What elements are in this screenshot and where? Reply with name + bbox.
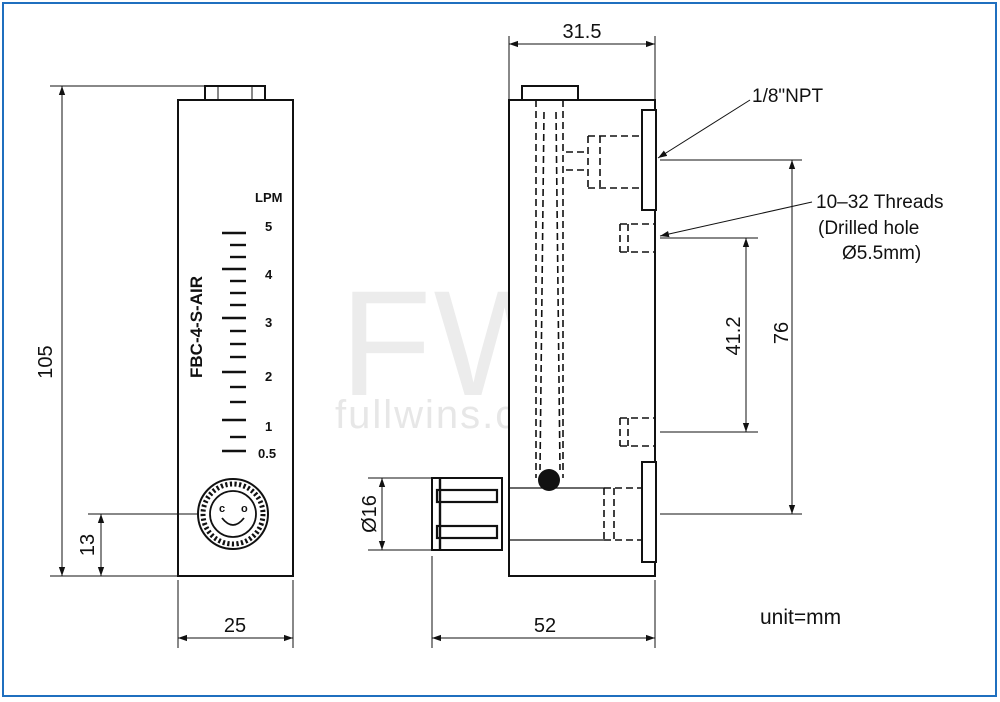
dim-knob-center: 13	[77, 534, 99, 556]
side-knob	[431, 477, 503, 551]
model-label: FBC-4-S-AIR	[187, 276, 206, 378]
dim-port-spacing: 76	[771, 322, 793, 344]
side-view: 31.5 52 Ø16 41.2 76 1/8"NPT 10–32 Thread…	[359, 21, 943, 648]
bottom-port	[603, 461, 657, 563]
side-top-fitting	[521, 85, 579, 101]
callout-npt: 1/8"NPT	[752, 86, 824, 107]
unit-label: unit=mm	[760, 606, 841, 629]
scale-ticks	[222, 231, 246, 453]
dim-knob-dia: Ø16	[359, 495, 381, 533]
front-view: FBC-4-S-AIR LPM 5 4 3 2 1	[35, 85, 294, 648]
dim-width: 25	[224, 615, 246, 637]
knob-mark-open: o	[241, 503, 248, 515]
dim-hole-spacing: 41.2	[723, 317, 745, 356]
front-top-fitting	[204, 85, 266, 101]
scale-label-0-5: 0.5	[258, 446, 276, 461]
scale-label-3: 3	[265, 315, 272, 330]
adjust-knob: c o	[197, 478, 269, 550]
scale-label-1: 1	[265, 419, 272, 434]
callout-threads-3: Ø5.5mm)	[842, 243, 921, 264]
side-body	[508, 99, 656, 577]
scale-unit: LPM	[255, 190, 282, 205]
lower-mount-hole	[619, 417, 655, 447]
top-port	[566, 109, 657, 211]
knob-mark-close: c	[219, 503, 225, 515]
callout-threads-2: (Drilled hole	[818, 218, 919, 239]
upper-mount-hole	[619, 223, 655, 253]
dim-top-width: 31.5	[563, 21, 602, 43]
dim-bottom-width: 52	[534, 615, 556, 637]
scale-label-2: 2	[265, 369, 272, 384]
scale-label-5: 5	[265, 219, 272, 234]
scale-label-4: 4	[265, 267, 273, 282]
dim-height: 105	[35, 345, 57, 378]
float-ball	[538, 469, 560, 491]
callout-threads-1: 10–32 Threads	[816, 192, 943, 213]
